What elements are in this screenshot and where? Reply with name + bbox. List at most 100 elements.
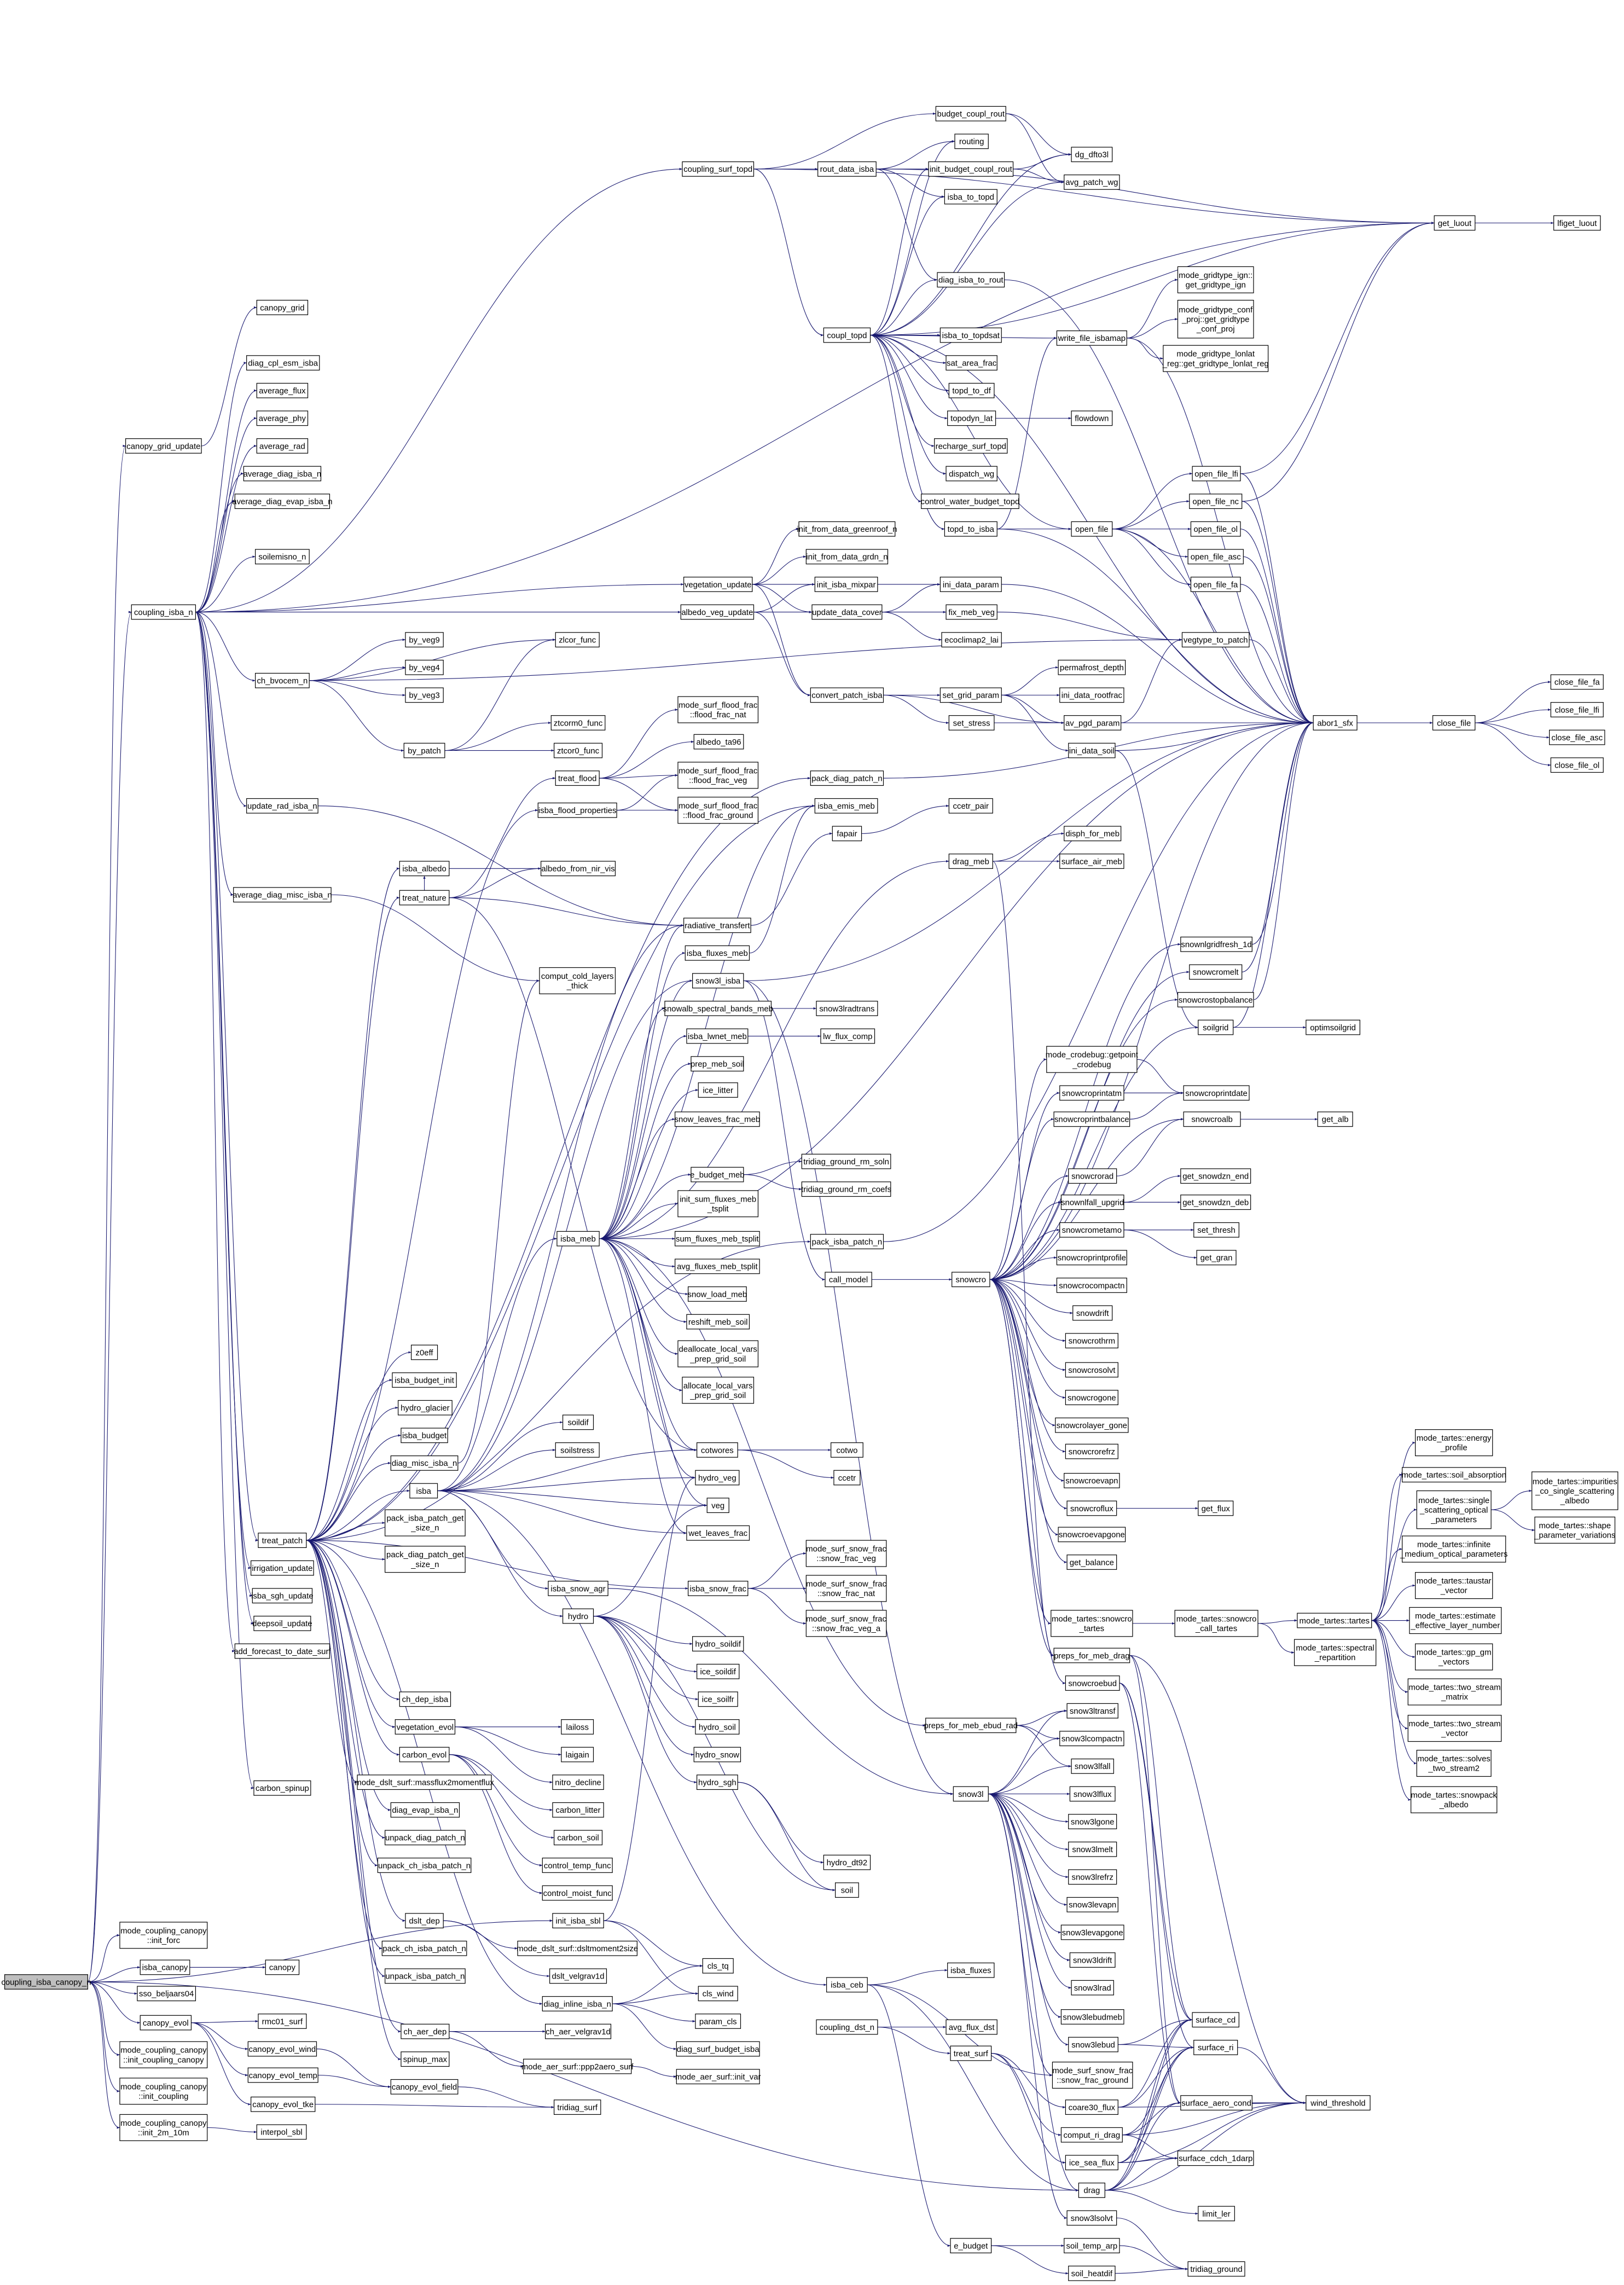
- function-node[interactable]: average_diag_isba_n: [243, 466, 322, 482]
- function-node[interactable]: mode_tartes::soil_absorption: [1401, 1467, 1506, 1483]
- function-node[interactable]: pack_isba_patch_get_size_n: [385, 1509, 466, 1536]
- function-node[interactable]: snow3lradtrans: [816, 1001, 878, 1016]
- function-node[interactable]: canopy_grid: [256, 300, 309, 315]
- function-node[interactable]: coupling_dst_n: [816, 2019, 878, 2035]
- function-node[interactable]: mode_tartes::snowpack_albedo: [1411, 1786, 1497, 1813]
- function-node[interactable]: isba_to_topd: [944, 189, 997, 205]
- function-node[interactable]: mode_tartes::two_stream_matrix: [1407, 1678, 1502, 1706]
- function-node[interactable]: mode_tartes::shape_parameter_variations: [1534, 1516, 1615, 1544]
- function-node[interactable]: isba_to_topdsat: [939, 327, 1002, 343]
- function-node[interactable]: mode_tartes::spectral_repartition: [1294, 1639, 1377, 1666]
- function-node[interactable]: control_temp_func: [542, 1858, 613, 1873]
- function-node[interactable]: soil_temp_arp: [1064, 2238, 1120, 2254]
- function-node[interactable]: get_gran: [1196, 1250, 1237, 1266]
- function-node[interactable]: ch_bvocem_n: [255, 672, 310, 688]
- function-node[interactable]: mode_coupling_canopy::init_forc: [119, 1922, 208, 1949]
- function-node[interactable]: close_file: [1432, 715, 1476, 730]
- function-node[interactable]: init_budget_coupl_rout: [928, 161, 1014, 177]
- function-node[interactable]: treat_patch: [258, 1533, 307, 1548]
- function-node[interactable]: hydro_soil: [695, 1719, 740, 1735]
- root-function-node[interactable]: coupling_isba_canopy_n: [1, 1974, 91, 1990]
- function-node[interactable]: snow3lflux: [1069, 1786, 1116, 1802]
- function-node[interactable]: preps_for_meb_ebud_rad: [924, 1718, 1018, 1733]
- function-node[interactable]: convert_patch_isba: [810, 687, 884, 703]
- function-node[interactable]: mode_tartes::infinite_medium_optical_par…: [1400, 1535, 1507, 1563]
- function-node[interactable]: write_file_isbamap: [1056, 330, 1127, 346]
- function-node[interactable]: ini_data_rootfrac: [1059, 687, 1124, 703]
- function-node[interactable]: nitro_decline: [552, 1774, 604, 1790]
- function-node[interactable]: snow3lcompactn: [1059, 1731, 1124, 1747]
- function-node[interactable]: update_rad_isba_n: [246, 798, 318, 814]
- function-node[interactable]: pack_ch_isba_patch_n: [381, 1940, 467, 1956]
- function-node[interactable]: avg_patch_wg: [1064, 174, 1120, 190]
- function-node[interactable]: snowcroevapgone: [1058, 1527, 1126, 1542]
- function-node[interactable]: mode_tartes::impurities_co_single_scatte…: [1532, 1471, 1619, 1510]
- function-node[interactable]: unpack_diag_patch_n: [385, 1830, 466, 1846]
- function-node[interactable]: topodyn_lat: [947, 410, 996, 426]
- function-node[interactable]: isba_canopy: [140, 1959, 190, 1975]
- function-node[interactable]: mode_tartes::single_scattering_optical_p…: [1416, 1490, 1492, 1529]
- function-node[interactable]: limit_ler: [1198, 2206, 1235, 2222]
- function-node[interactable]: zlcor_func: [555, 632, 600, 648]
- function-node[interactable]: carbon_evol: [399, 1747, 450, 1762]
- function-node[interactable]: call_model: [825, 1272, 872, 1288]
- function-node[interactable]: irrigation_update: [251, 1560, 314, 1576]
- function-node[interactable]: fix_meb_veg: [946, 604, 997, 620]
- function-node[interactable]: isba_fluxes_meb: [685, 945, 750, 961]
- function-node[interactable]: ini_data_param: [939, 577, 1002, 592]
- function-node[interactable]: close_file_lfi: [1550, 702, 1604, 717]
- function-node[interactable]: canopy_evol_wind: [247, 2041, 317, 2057]
- function-node[interactable]: update_data_cover: [811, 604, 883, 620]
- function-node[interactable]: z0eff: [411, 1344, 438, 1360]
- function-node[interactable]: hydro: [562, 1608, 594, 1624]
- function-node[interactable]: snow3ltransf: [1066, 1703, 1118, 1719]
- function-node[interactable]: snowcroalb: [1183, 1111, 1241, 1127]
- function-node[interactable]: init_from_data_greenroof_n: [797, 521, 897, 537]
- function-node[interactable]: mode_coupling_canopy::init_2m_10m: [119, 2114, 208, 2141]
- function-node[interactable]: laigain: [561, 1747, 594, 1762]
- function-node[interactable]: hydro_soildif: [692, 1636, 744, 1652]
- function-node[interactable]: cls_tq: [702, 1958, 734, 1974]
- function-node[interactable]: mode_surf_snow_frac::snow_frac_ground: [1052, 2061, 1133, 2089]
- function-node[interactable]: comput_cold_layers_thick: [539, 967, 616, 994]
- function-node[interactable]: canopy_evol_tke: [251, 2096, 316, 2112]
- function-node[interactable]: mode_surf_snow_frac::snow_frac_nat: [805, 1575, 886, 1602]
- function-node[interactable]: isba_budget_init: [392, 1372, 457, 1388]
- function-node[interactable]: mode_tartes::snowcro_call_tartes: [1174, 1610, 1258, 1637]
- function-node[interactable]: mode_crodebug::getpoint_crodebug: [1046, 1046, 1139, 1073]
- function-node[interactable]: soildif: [562, 1414, 594, 1430]
- function-node[interactable]: dslt_velgrav1d: [549, 1968, 607, 1984]
- function-node[interactable]: mode_surf_snow_frac::snow_frac_veg: [805, 1540, 886, 1567]
- function-node[interactable]: mode_surf_flood_frac::flood_frac_ground: [677, 797, 759, 824]
- function-node[interactable]: get_alb: [1317, 1111, 1353, 1127]
- function-node[interactable]: average_diag_evap_isba_n: [232, 494, 332, 509]
- function-node[interactable]: unpack_ch_isba_patch_n: [377, 1858, 472, 1873]
- function-node[interactable]: init_from_data_grdn_n: [805, 549, 889, 565]
- function-node[interactable]: prep_meb_soil: [691, 1056, 744, 1072]
- function-node[interactable]: init_sum_fluxes_meb_tsplit: [677, 1190, 759, 1217]
- function-node[interactable]: ztcorm0_func: [550, 715, 606, 730]
- function-node[interactable]: vegetation_evol: [395, 1719, 456, 1735]
- function-node[interactable]: diag_evap_isba_n: [390, 1802, 460, 1818]
- function-node[interactable]: interpol_sbl: [256, 2124, 307, 2140]
- function-node[interactable]: diag_misc_isba_n: [390, 1455, 459, 1471]
- function-node[interactable]: e_budget_meb: [690, 1167, 745, 1182]
- function-node[interactable]: dg_dfto3l: [1071, 147, 1113, 163]
- function-node[interactable]: mode_tartes::tartes: [1297, 1613, 1372, 1628]
- function-node[interactable]: hydro_dt92: [823, 1854, 871, 1870]
- function-node[interactable]: mode_surf_flood_frac::flood_frac_veg: [677, 762, 759, 789]
- function-node[interactable]: mode_aer_surf::ppp2aero_surf: [521, 2058, 634, 2074]
- function-node[interactable]: drag_meb: [948, 854, 993, 869]
- function-node[interactable]: carbon_spinup: [253, 1780, 311, 1796]
- function-node[interactable]: hydro_sgh: [697, 1774, 738, 1790]
- function-node[interactable]: snow3levapgone: [1060, 1924, 1124, 1940]
- function-node[interactable]: cls_wind: [698, 1986, 738, 2002]
- function-node[interactable]: mode_tartes::snowcro_tartes: [1051, 1610, 1133, 1637]
- function-node[interactable]: control_moist_func: [542, 1885, 613, 1901]
- function-node[interactable]: param_cls: [695, 2014, 741, 2029]
- function-node[interactable]: ice_soildif: [697, 1663, 740, 1679]
- function-node[interactable]: hydro_snow: [693, 1747, 741, 1762]
- function-node[interactable]: isba_snow_agr: [548, 1581, 608, 1596]
- function-node[interactable]: soil: [835, 1882, 859, 1898]
- function-node[interactable]: avg_flux_dst: [946, 2019, 997, 2035]
